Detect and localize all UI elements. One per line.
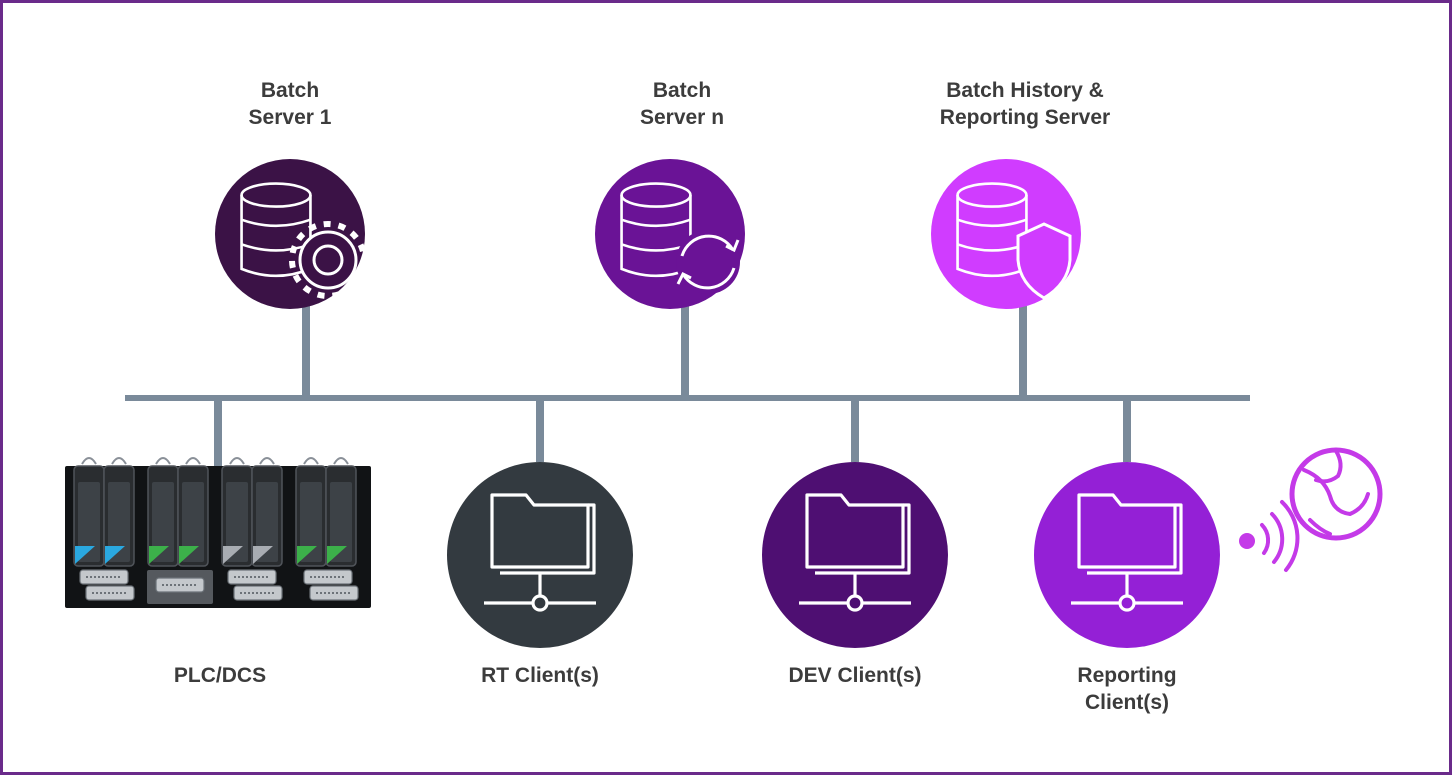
database-sync-icon [620,182,740,294]
reporting-client-node [1034,462,1220,648]
batch-server-n-label-line1: Batch [652,79,712,102]
history-server-label: Batch History & Reporting Server [905,77,1145,131]
batch-server-1-node [215,159,367,309]
batch-server-n-label: Batch Server n [622,77,742,131]
batch-server-n-node [595,159,745,309]
dev-client-label: DEV Client(s) [788,664,922,687]
plc-dcs-label: PLC/DCS [173,664,267,687]
rt-client-node [447,462,633,648]
batch-server-1-label-line1: Batch [260,79,320,102]
history-server-node [931,159,1081,309]
batch-server-1-label: Batch Server 1 [230,77,350,131]
plc-rack-image [65,457,371,608]
database-gear-icon [240,182,367,299]
batch-server-n-label-line2: Server n [639,106,725,129]
reporting-client-label-line1: Reporting [1077,664,1177,687]
batch-server-1-label-line2: Server 1 [248,106,332,129]
wireless-globe-icon [1239,447,1383,572]
dev-client-node [762,462,948,648]
history-server-label-line1: Batch History & [946,79,1104,102]
reporting-client-label-line2: Client(s) [1085,691,1169,714]
reporting-client-label: Reporting Client(s) [1037,662,1217,716]
history-server-label-line2: Reporting Server [939,106,1111,129]
database-shield-icon [956,182,1072,300]
rt-client-label: RT Client(s) [481,664,599,687]
